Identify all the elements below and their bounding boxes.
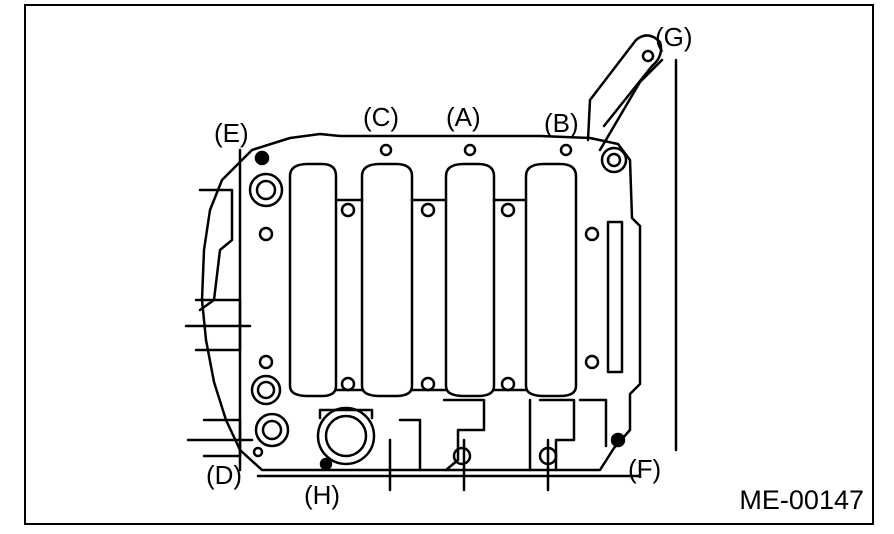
mounting-bracket (586, 34, 678, 452)
callout-h: (H) (304, 480, 341, 510)
figure-code: ME-00147 (739, 485, 864, 515)
bolts (252, 143, 626, 471)
callout-b: (B) (544, 108, 579, 138)
callout-c: (C) (363, 102, 400, 132)
callout-e: (E) (214, 118, 249, 148)
callout-g: (G) (655, 22, 693, 52)
callout-f: (F) (628, 454, 662, 484)
cylinder-bays (288, 162, 578, 398)
filler-boss (316, 406, 376, 466)
left-side-detail (184, 172, 290, 458)
callout-a: (A) (446, 102, 481, 132)
callout-d: (D) (206, 460, 243, 490)
right-boss (600, 146, 628, 374)
figure-frame (24, 4, 874, 525)
bottom-details (388, 398, 608, 492)
